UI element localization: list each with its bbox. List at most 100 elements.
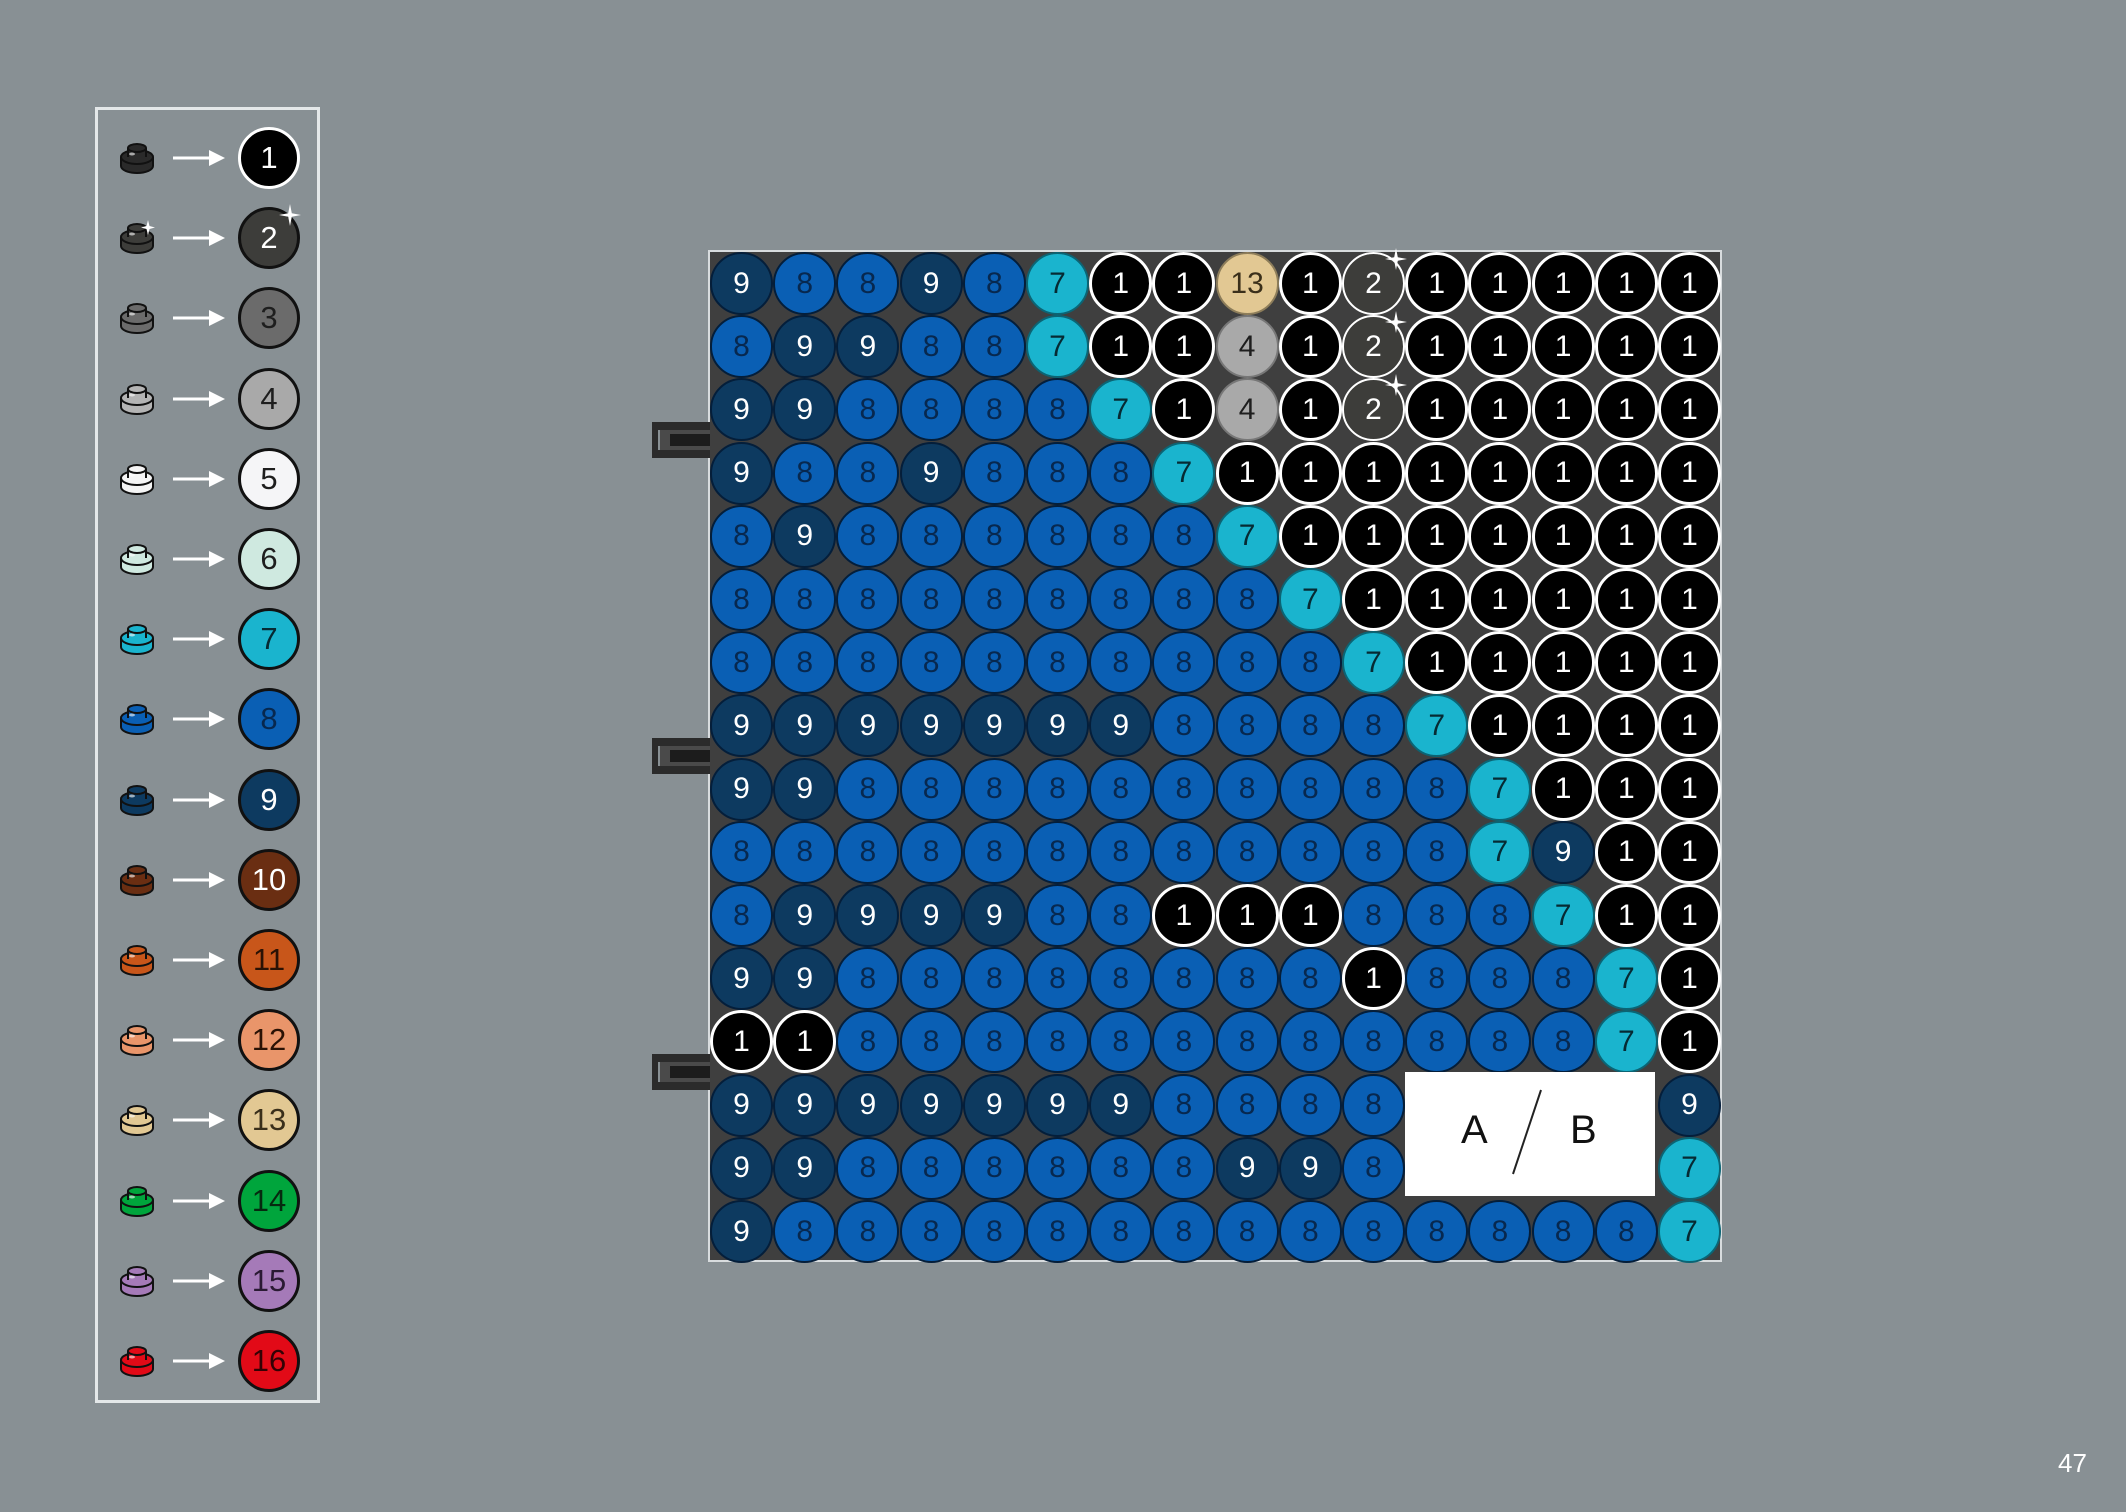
mosaic-cell: 8 bbox=[962, 1136, 1026, 1200]
mosaic-cell: 1 bbox=[1531, 631, 1595, 695]
mosaic-cell: 8 bbox=[1405, 1010, 1469, 1074]
mosaic-cell-number: 9 bbox=[733, 392, 750, 426]
mosaic-cell: 9 bbox=[1089, 694, 1153, 758]
mosaic-cell: 1 bbox=[1531, 378, 1595, 442]
mosaic-cell-number: 8 bbox=[1112, 519, 1130, 553]
mosaic-cell: 8 bbox=[836, 504, 900, 568]
sparkle-icon bbox=[1385, 311, 1407, 334]
mosaic-cell: 8 bbox=[1342, 1073, 1405, 1137]
mosaic-cell-number: 1 bbox=[1681, 456, 1698, 490]
mosaic-cell-number: 9 bbox=[1049, 1088, 1066, 1122]
arrow-right-icon bbox=[173, 631, 225, 648]
mosaic-cell: 8 bbox=[1026, 947, 1089, 1011]
legend-color-swatch: 7 bbox=[238, 608, 300, 671]
mosaic-cell-number: 8 bbox=[859, 519, 877, 553]
mosaic-cell-number: 9 bbox=[1301, 1151, 1319, 1185]
mosaic-cell-number: 8 bbox=[1491, 898, 1509, 932]
mosaic-cell: 1 bbox=[1658, 694, 1721, 758]
mosaic-cell-number: 1 bbox=[1301, 329, 1319, 363]
arrow-right-icon bbox=[173, 1272, 225, 1289]
arrow-right-icon bbox=[173, 551, 225, 567]
mosaic-cell-number: 1 bbox=[1428, 266, 1446, 300]
mosaic-cell-number: 8 bbox=[1365, 708, 1382, 742]
mosaic-cell: 8 bbox=[1594, 1200, 1658, 1263]
mosaic-cell-number: 8 bbox=[1049, 898, 1066, 932]
mosaic-cell-number: 7 bbox=[1112, 392, 1130, 426]
mosaic-cell-number: 1 bbox=[1175, 329, 1193, 363]
mosaic-cell: 1 bbox=[1594, 441, 1658, 505]
mosaic-cell-number: 8 bbox=[985, 456, 1003, 490]
arrow-right-icon bbox=[173, 1032, 225, 1049]
mosaic-cell-number: 8 bbox=[922, 1024, 940, 1058]
mosaic-cell: 8 bbox=[1026, 631, 1089, 695]
mosaic-cell: 9 bbox=[962, 884, 1026, 947]
legend-row: 10 bbox=[98, 840, 317, 920]
mosaic-cell: 9 bbox=[836, 884, 900, 947]
mosaic-cell-number: 8 bbox=[1365, 1088, 1382, 1122]
mosaic-cell: 8 bbox=[836, 757, 900, 821]
mosaic-cell-number: 1 bbox=[1617, 519, 1635, 553]
mosaic-cell: 8 bbox=[773, 820, 837, 884]
mosaic-cell-number: 8 bbox=[1175, 708, 1193, 742]
mosaic-cell: 9 bbox=[836, 694, 900, 758]
mosaic-cell: 1 bbox=[1215, 884, 1279, 947]
mosaic-cell-number: 9 bbox=[922, 898, 940, 932]
mosaic-cell: 1 bbox=[1468, 504, 1532, 568]
mosaic-cell: 8 bbox=[1215, 947, 1279, 1011]
mosaic-cell-number: 9 bbox=[1681, 1088, 1698, 1122]
mosaic-cell-number: 8 bbox=[1175, 835, 1193, 869]
mosaic-cell-number: 1 bbox=[1554, 708, 1572, 742]
mosaic-cell-number: 9 bbox=[859, 329, 877, 363]
mosaic-cell: 8 bbox=[773, 568, 837, 631]
mosaic-cell-number: 8 bbox=[985, 961, 1003, 995]
legend-color-swatch: 3 bbox=[238, 287, 300, 350]
mosaic-cell: 1 bbox=[1089, 252, 1153, 315]
mosaic-cell: 8 bbox=[1278, 694, 1342, 758]
mosaic-cell-number: 8 bbox=[1238, 645, 1256, 679]
mosaic-cell: 8 bbox=[1278, 757, 1342, 821]
mosaic-cell: 9 bbox=[962, 694, 1026, 758]
mosaic-cell-number: 1 bbox=[1681, 1024, 1698, 1058]
mosaic-cell: 8 bbox=[1215, 694, 1279, 758]
mosaic-cell-number: 9 bbox=[796, 392, 814, 426]
mosaic-cell: 1 bbox=[1278, 315, 1342, 379]
mosaic-cell-number: 8 bbox=[1428, 961, 1446, 995]
legend-row: 5 bbox=[98, 439, 317, 519]
mosaic-cell: 1 bbox=[1658, 631, 1721, 695]
mosaic-cell-number: 8 bbox=[922, 835, 940, 869]
mosaic-cell-number: 1 bbox=[1554, 582, 1572, 616]
mosaic-cell-number: 8 bbox=[1112, 898, 1130, 932]
mosaic-cell-number: 8 bbox=[1238, 708, 1256, 742]
mosaic-cell-number: 8 bbox=[859, 1024, 877, 1058]
mosaic-cell-number: 8 bbox=[922, 392, 940, 426]
mosaic-cell-number: 8 bbox=[796, 582, 814, 616]
mosaic-cell-number: 9 bbox=[859, 898, 877, 932]
mosaic-cell-number: 8 bbox=[1049, 772, 1066, 806]
mosaic-cell-number: 8 bbox=[1491, 1024, 1509, 1058]
mosaic-cell: 8 bbox=[836, 441, 900, 505]
mosaic-cell: 8 bbox=[899, 315, 963, 379]
legend-color-swatch: 11 bbox=[238, 929, 300, 991]
mosaic-cell-number: 8 bbox=[733, 582, 750, 616]
mosaic-cell-number: 1 bbox=[1491, 645, 1509, 679]
mosaic-cell: 1 bbox=[1658, 378, 1721, 442]
mosaic-cell-number: 8 bbox=[1617, 1214, 1635, 1248]
mosaic-cell: 8 bbox=[1089, 820, 1153, 884]
legend-color-swatch: 8 bbox=[238, 688, 300, 751]
mosaic-cell: 9 bbox=[773, 1136, 837, 1200]
mosaic-cell: 8 bbox=[1089, 757, 1153, 821]
mosaic-cell-number: 8 bbox=[859, 392, 877, 426]
mosaic-cell: 1 bbox=[1468, 694, 1532, 758]
mosaic-cell: 8 bbox=[962, 1010, 1026, 1074]
mosaic-cell-number: 7 bbox=[1301, 582, 1319, 616]
mosaic-cell: 8 bbox=[962, 631, 1026, 695]
mosaic-cell: 8 bbox=[1531, 947, 1595, 1011]
mosaic-cell-number: 8 bbox=[1428, 835, 1446, 869]
mosaic-cell: 8 bbox=[962, 504, 1026, 568]
mosaic-cell-number: 8 bbox=[1491, 961, 1509, 995]
mosaic-cell-number: 8 bbox=[1365, 1214, 1382, 1248]
plate-stud-icon bbox=[120, 945, 154, 976]
mosaic-cell-number: 8 bbox=[1365, 1024, 1382, 1058]
legend-color-swatch: 9 bbox=[238, 768, 300, 831]
